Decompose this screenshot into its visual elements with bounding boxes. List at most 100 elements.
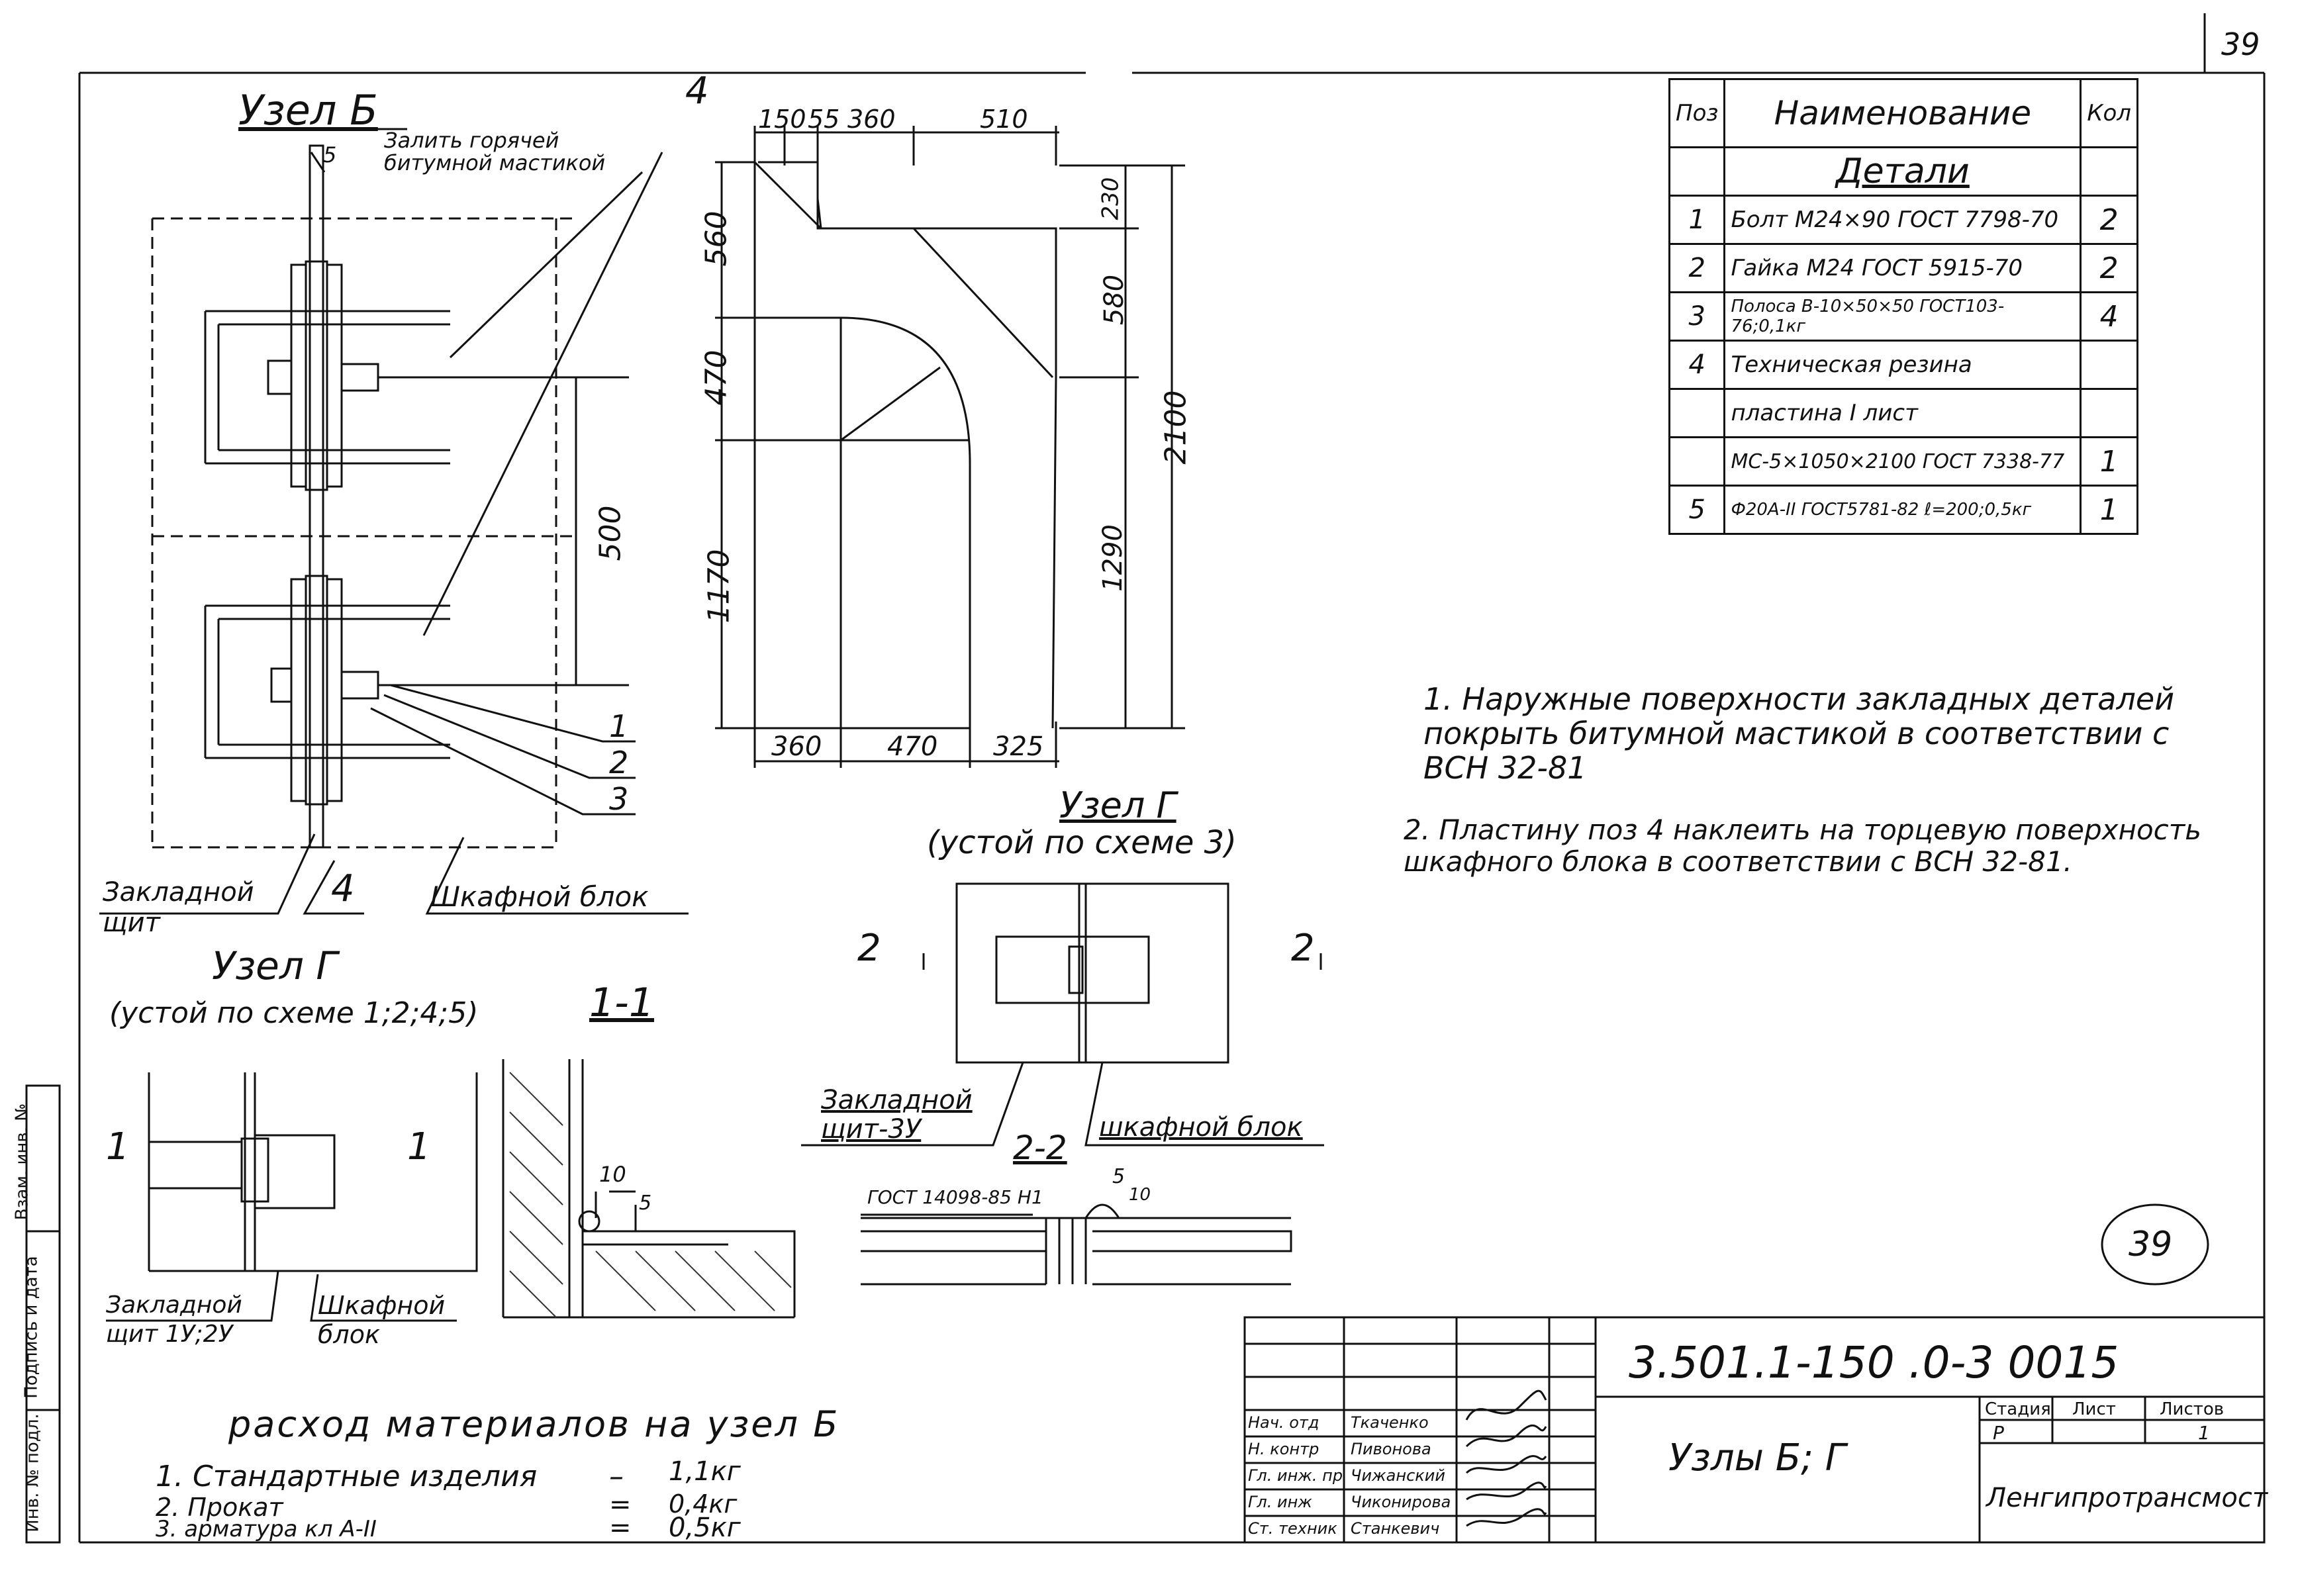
title-block-sheets-value: 1 [2198,1422,2210,1444]
uzel-g-left-mark-right: 1 [407,1125,431,1168]
signer-name: Пивонова [1351,1440,1431,1458]
spec-pos: 4 [1668,340,1726,390]
note-2: 2. Пластину поз 4 наклеить на торцевую п… [1404,814,2201,878]
section-22-dim-5: 5 [1112,1165,1126,1188]
uzel-b-callout-2: 2 [609,745,629,780]
uzel-g-left-subtitle: (устой по схеме 1;2;4;5) [109,996,479,1030]
signer-role: Ст. техник [1248,1519,1337,1538]
signature-marks [1465,1389,1547,1527]
uzel-g-right-label-block: шкафной блок [1099,1112,1303,1143]
spec-name: МС-5×1050×2100 ГОСТ 7338-77 [1723,436,2082,487]
materials-title: расход материалов на узел Б [228,1403,840,1445]
spec-header-row: Поз Наименование Кол [1668,78,2138,148]
spec-pos: 3 [1668,291,1726,342]
materials-row-1-value: 1,1кг [669,1456,741,1487]
side-stamp-inv: Инв. № подл. [23,1413,43,1532]
uzel-g-left-label-block: Шкафной блок [318,1291,446,1349]
plate-right-dim-1290: 1290 [1097,524,1128,592]
title-block-stage-value: Р [1993,1422,2004,1444]
plate-left-dim-470: 470 [699,350,734,406]
signer-role: Гл. инж [1248,1493,1312,1511]
plate-pos-label: 4 [685,70,709,113]
plate-right-dim-230: 230 [1097,177,1124,220]
table-row: 2 Гайка М24 ГОСТ 5915-70 2 [1668,243,2138,293]
plate-top-dim-510: 510 [980,105,1028,134]
spec-qty: 2 [2080,195,2138,245]
plate-top-dim-55: 55 [808,105,840,134]
title-block-sheets-header: Листов [2160,1399,2225,1419]
materials-row-3-eq: = [609,1513,632,1543]
materials-row-3-name: 3. арматура кл А-II [156,1516,377,1542]
signer-name: Чиконирова [1351,1493,1451,1511]
signer-role: Н. контр [1248,1440,1319,1458]
uzel-b-callout-3: 3 [609,781,629,817]
section-22-gost: ГОСТ 14098-85 Н1 [867,1186,1043,1208]
spec-name: Болт М24×90 ГОСТ 7798-70 [1723,195,2082,245]
table-row: 4 Техническая резина [1668,340,2138,390]
uzel-g-right-mark-right: 2 [1291,927,1315,970]
spec-name: Гайка М24 ГОСТ 5915-70 [1723,243,2082,293]
spec-name: пластина I лист [1723,388,2082,438]
spec-pos: 1 [1668,195,1726,245]
plate-bottom-dim-325: 325 [993,731,1044,762]
title-block-code: 3.501.1-150 .0-3 0015 [1629,1337,2119,1388]
plate-top-dim-150: 150 [758,105,806,134]
table-row: пластина I лист [1668,388,2138,438]
table-row: 5 Ф20А-II ГОСТ5781-82 ℓ=200;0,5кг 1 [1668,485,2138,535]
title-block-sheet-header: Лист [2072,1399,2116,1419]
plate-top-dim-360: 360 [847,105,896,134]
spec-header-qty: Кол [2080,78,2138,148]
signer-name: Станкевич [1351,1519,1440,1538]
side-stamp-sign: Подпись и дата [21,1256,42,1399]
uzel-g-right-title: Узел Г [1059,784,1176,826]
signer-name: Чижанский [1351,1466,1445,1485]
sheet-number: 39 [2221,26,2260,62]
uzel-g-left-title: Узел Г [212,943,338,988]
section-22-title: 2-2 [1013,1129,1067,1167]
spec-name: Полоса В-10×50×50 ГОСТ103-76;0,1кг [1723,291,2082,342]
spec-qty [2080,388,2138,438]
spec-table: Поз Наименование Кол Детали 1 Болт М24×9… [1668,78,2138,535]
section-22-dim-10: 10 [1129,1185,1151,1205]
materials-row-1-eq: – [609,1460,624,1493]
title-block-name: Узлы Б; Г [1668,1436,1846,1479]
section-11-dim-10: 10 [599,1162,626,1187]
uzel-b-dim-500: 500 [593,505,628,561]
materials-row-2-name: 2. Прокат [156,1493,283,1522]
spec-pos: 2 [1668,243,1726,293]
plate-bottom-dim-360: 360 [771,731,822,762]
spec-section-row: Детали [1668,146,2138,197]
signer-name: Ткаченко [1351,1413,1429,1432]
spec-header-name: Наименование [1723,78,2082,148]
plate-right-dim-580: 580 [1099,274,1130,326]
uzel-g-left-label-shield: Закладной щит 1У;2У [106,1291,242,1348]
title-block-org: Ленгипротрансмост [1986,1483,2268,1513]
uzel-b-mark-5: 5 [323,142,337,167]
uzel-g-right-mark-left: 2 [857,927,881,970]
plate-overall-dim: 2100 [1159,390,1193,465]
uzel-g-right-subtitle: (устой по схеме 3) [927,824,1237,861]
spec-header-pos: Поз [1668,78,1726,148]
spec-pos: 5 [1668,485,1726,535]
uzel-b-label-shield: Закладной щит [103,877,254,938]
plate-left-dim-1170: 1170 [702,549,736,624]
table-row: 1 Болт М24×90 ГОСТ 7798-70 2 [1668,195,2138,245]
spec-qty [2080,340,2138,390]
materials-row-3-value: 0,5кг [669,1513,741,1543]
materials-row-2-value: 0,4кг [669,1489,738,1519]
spec-pos [1668,388,1726,438]
section-11-title: 1-1 [589,980,654,1026]
side-stamp-vzam: Взам. инв. № [12,1103,32,1221]
spec-pos [1668,436,1726,487]
uzel-b-callout-1: 1 [609,708,629,744]
uzel-g-right-label-shield: Закладной щит-3У [821,1085,973,1145]
spec-qty: 1 [2080,485,2138,535]
note-1: 1. Наружные поверхности закладных детале… [1423,681,2175,786]
uzel-g-left-mark-left: 1 [106,1125,130,1168]
signer-role: Нач. отд [1248,1413,1319,1432]
spec-name: Ф20А-II ГОСТ5781-82 ℓ=200;0,5кг [1723,485,2082,535]
signer-role: Гл. инж. пр [1248,1466,1343,1485]
spec-name: Техническая резина [1723,340,2082,390]
materials-row-2-eq: = [609,1489,632,1520]
